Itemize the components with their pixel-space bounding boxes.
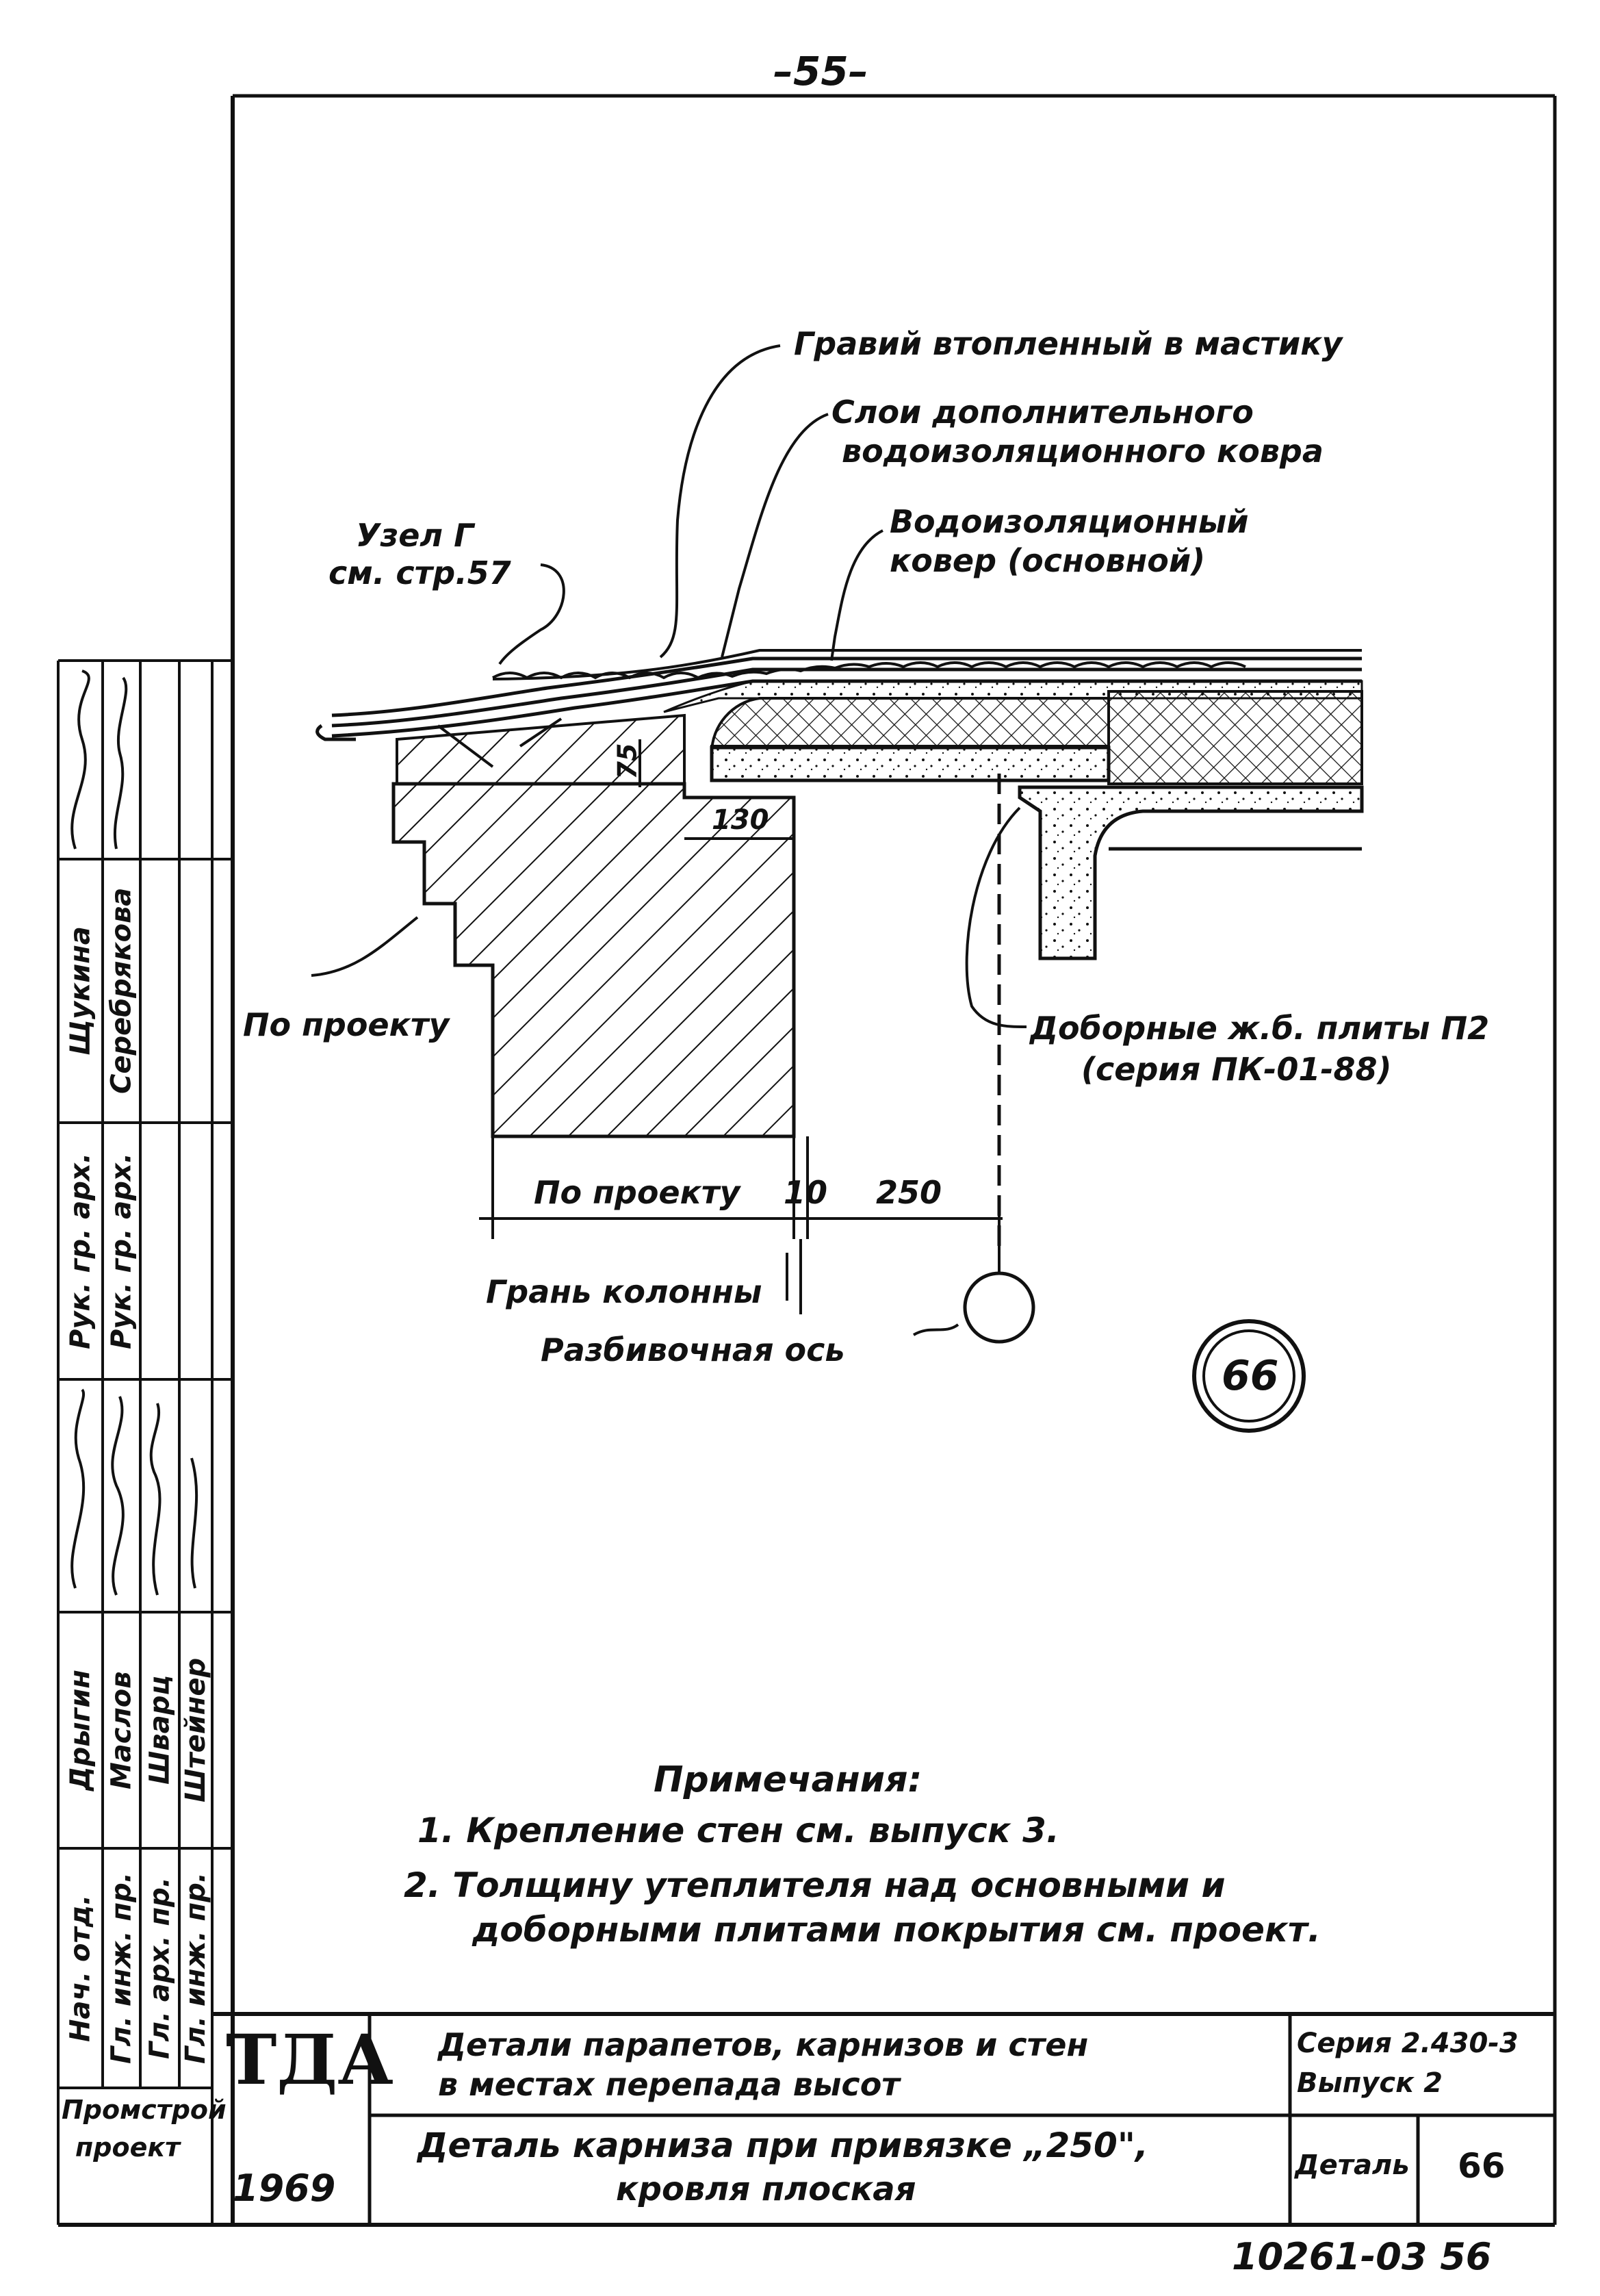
title-block-org-1: Промстрой bbox=[62, 2095, 227, 2125]
label-by-project-left: По проекту bbox=[243, 1006, 450, 1043]
gravel-layer bbox=[492, 649, 1362, 680]
label-main-carpet-1: Водоизоляционный bbox=[890, 503, 1249, 540]
title-block-year: 1969 bbox=[233, 2167, 336, 2210]
stamp-role2-1: Рук. гр. арх. bbox=[64, 1153, 96, 1349]
title-block-grid bbox=[367, 2014, 1555, 2225]
dim-10: 10 bbox=[784, 1174, 828, 1211]
detail-number: 66 bbox=[1458, 2146, 1506, 2186]
label-grid-axis: Разбивочная ось bbox=[541, 1331, 845, 1368]
stamp-name-3: Шварц bbox=[144, 1675, 176, 1785]
insulation-main bbox=[1107, 690, 1363, 785]
stamp-name-2: Маслов bbox=[105, 1671, 138, 1789]
stamp-name-1: Дрыгин bbox=[64, 1670, 96, 1791]
page-number: –55– bbox=[773, 48, 868, 94]
doc-number: 10261-03 56 bbox=[1232, 2235, 1492, 2278]
label-main-carpet-2: ковер (основной) bbox=[890, 542, 1206, 579]
roof-membrane bbox=[315, 656, 1362, 741]
ribbed-slab bbox=[997, 774, 1364, 1246]
stamp-role-2: Гл. инж. пр. bbox=[105, 1872, 138, 2064]
stamp-role-1: Нач. отд. bbox=[64, 1894, 96, 2042]
detail-bubble-outer bbox=[1192, 1319, 1306, 1433]
detail-bubble-number: 66 bbox=[1222, 1352, 1279, 1400]
notes-title: Примечания: bbox=[654, 1759, 922, 1800]
dim-250: 250 bbox=[876, 1174, 942, 1211]
additional-slab bbox=[710, 745, 1111, 782]
dim-75: 75 bbox=[612, 743, 643, 780]
label-extra-layer-2: водоизоляционного ковра bbox=[842, 433, 1324, 470]
label-node-1: Узел Г bbox=[356, 517, 474, 554]
title-block-logo: ТДА bbox=[226, 2019, 393, 2100]
label-extra-layer-1: Слои дополнительного bbox=[831, 394, 1254, 431]
label-column-face: Грань колонны bbox=[486, 1273, 762, 1310]
note-1: 1. Крепление стен см. выпуск 3. bbox=[417, 1811, 1059, 1850]
detail-label: Деталь bbox=[1295, 2150, 1410, 2181]
title-top-line-2: в местах перепада высот bbox=[438, 2066, 900, 2103]
stamp-role-3: Гл. арх. пр. bbox=[144, 1877, 176, 2059]
dim-by-project: По проекту bbox=[534, 1174, 740, 1211]
label-gravel: Гравий втопленный в мастику bbox=[794, 325, 1343, 362]
series: Серия 2.430-3 bbox=[1297, 2028, 1519, 2059]
stamp-name2-1: Щукина bbox=[64, 926, 96, 1056]
leader-lines bbox=[311, 344, 1027, 1336]
note-2: 2. Толщину утеплителя над основными и bbox=[404, 1865, 1226, 1905]
side-stamp-grid bbox=[57, 659, 233, 2225]
stamp-role2-2: Рук. гр. арх. bbox=[105, 1153, 138, 1349]
label-slabs-2: (серия ПК-01-88) bbox=[1081, 1051, 1392, 1088]
title-bottom-line-2: кровля плоская bbox=[616, 2170, 916, 2208]
note-3: доборными плитами покрытия см. проект. bbox=[472, 1910, 1321, 1950]
title-bottom-line-1: Деталь карниза при привязке „250", bbox=[417, 2126, 1148, 2165]
label-node-2: см. стр.57 bbox=[328, 554, 511, 591]
detail-bubble-inner bbox=[1202, 1329, 1295, 1423]
column-section bbox=[391, 782, 796, 1138]
title-top-line-1: Детали парапетов, карнизов и стен bbox=[438, 2026, 1089, 2063]
stamp-name-4: Штейнер bbox=[180, 1657, 211, 1803]
grid-axis-bubble bbox=[963, 1271, 1035, 1344]
title-block-org-2: проект bbox=[75, 2132, 181, 2163]
dimension-lines bbox=[479, 739, 1003, 1314]
dim-130: 130 bbox=[712, 804, 769, 836]
stamp-name2-2: Серебрякова bbox=[105, 887, 138, 1095]
issue: Выпуск 2 bbox=[1297, 2067, 1443, 2099]
screed-layer bbox=[663, 680, 1363, 713]
stamp-role-4: Гл. инж. пр. bbox=[180, 1872, 211, 2064]
sheet-frame bbox=[58, 94, 1557, 2227]
insulation-layer bbox=[710, 697, 1110, 754]
label-slabs-1: Доборные ж.б. плиты П2 bbox=[1030, 1010, 1490, 1047]
